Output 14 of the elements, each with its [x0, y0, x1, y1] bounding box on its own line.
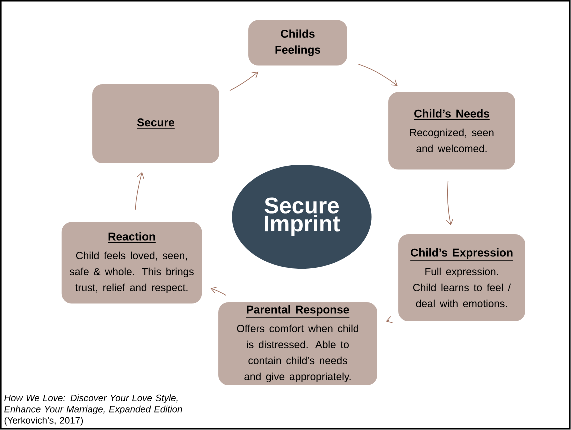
arrow: [135, 172, 144, 211]
center-oval: Secure Imprint: [232, 165, 372, 269]
process-box: Secure: [91, 83, 221, 165]
process-box: Reaction Child feels loved, seen, safe & whole. This brings trust, relief and respect.: [60, 221, 204, 305]
arrow: [446, 181, 454, 226]
arrow: [210, 286, 226, 296]
arrow: [230, 72, 259, 92]
process-box: Childs Feelings: [247, 19, 349, 67]
arrow: [386, 316, 394, 324]
process-box: Child’s Expression Full expression. Child learns to feel / deal with emotions.: [397, 233, 527, 323]
process-box: Parental Response Offers comfort when child is distressed. Able to contain child’s needs and give appropriately.: [217, 301, 379, 387]
citation-text: How We Love: Discover Your Love Style, Enhance Your Marriage, Expanded Edition (Yerkovich’s, 2017): [4, 394, 182, 426]
process-box: Child’s Needs Recognized, seen and welcomed.: [387, 91, 517, 171]
arrow: [358, 64, 398, 86]
